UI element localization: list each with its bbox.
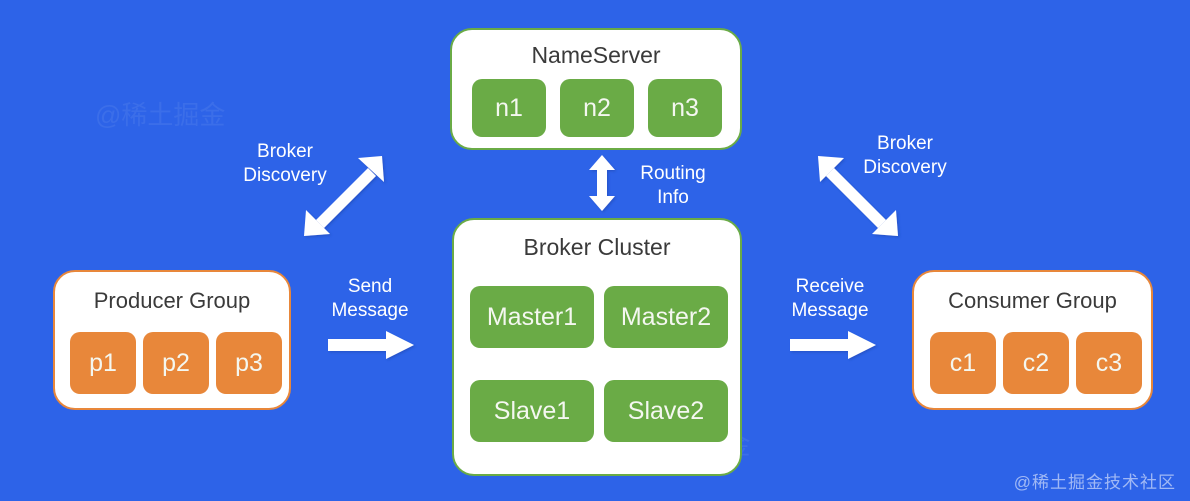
consumer-node-c3[interactable]: c3 [1076, 332, 1142, 394]
consumer-node-c1[interactable]: c1 [930, 332, 996, 394]
nameserver-node-n2[interactable]: n2 [560, 79, 634, 137]
producer-group[interactable]: Producer Group p1 p2 p3 [53, 270, 291, 410]
broker-discovery-left-arrow-icon [304, 156, 384, 236]
nameserver-group[interactable]: NameServer n1 n2 n3 [450, 28, 742, 150]
broker-cluster-title: Broker Cluster [523, 234, 671, 260]
send-message-label: Send Message [331, 276, 409, 321]
producer-node-p1[interactable]: p1 [70, 332, 136, 394]
producer-node-p3[interactable]: p3 [216, 332, 282, 394]
send-message-arrow-icon [328, 331, 414, 359]
producer-node-p2[interactable]: p2 [143, 332, 209, 394]
consumer-node-c2[interactable]: c2 [1003, 332, 1069, 394]
broker-node-slave2[interactable]: Slave2 [604, 380, 728, 442]
receive-message-label: Receive Message [791, 276, 869, 321]
nameserver-title: NameServer [531, 42, 661, 68]
broker-node-slave1[interactable]: Slave1 [470, 380, 594, 442]
broker-discovery-right-label: Broker Discovery [863, 133, 947, 178]
broker-discovery-left-label: Broker Discovery [243, 141, 327, 186]
routing-info-label: Routing Info [640, 163, 706, 208]
receive-message-arrow-icon [790, 331, 876, 359]
broker-discovery-right-arrow-icon [818, 156, 898, 236]
broker-node-master1[interactable]: Master1 [470, 286, 594, 348]
consumer-group[interactable]: Consumer Group c1 c2 c3 [912, 270, 1153, 410]
background-watermark-ghost: @稀土掘金 [95, 100, 226, 130]
broker-cluster-group[interactable]: Broker Cluster Master1 Master2 Slave1 Sl… [452, 218, 742, 476]
watermark-text: @稀土掘金技术社区 [1013, 473, 1176, 492]
nameserver-node-n1[interactable]: n1 [472, 79, 546, 137]
broker-node-master2[interactable]: Master2 [604, 286, 728, 348]
nameserver-node-n3[interactable]: n3 [648, 79, 722, 137]
routing-info-arrow-icon [589, 155, 615, 211]
producer-group-title: Producer Group [93, 288, 251, 313]
consumer-group-title: Consumer Group [948, 288, 1117, 313]
